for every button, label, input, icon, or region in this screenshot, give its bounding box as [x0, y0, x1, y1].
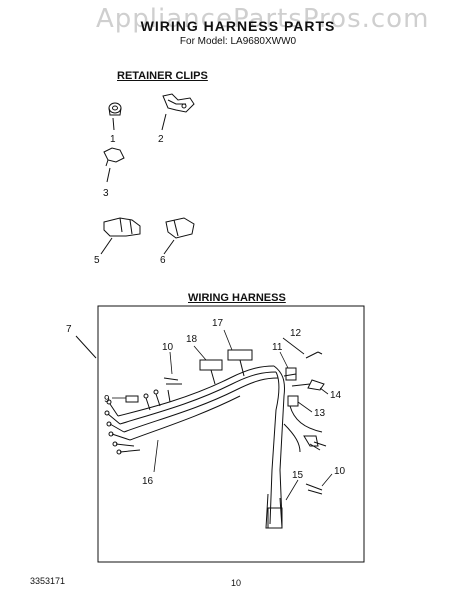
page-title: WIRING HARNESS PARTS [140, 18, 336, 34]
callout-2: 2 [158, 134, 164, 145]
wiring-harness-frame [97, 305, 365, 563]
callout-9: 9 [104, 394, 110, 405]
retainer-clip-2 [161, 93, 195, 131]
wiring-harness-assembly [104, 349, 327, 529]
model-line: For Model: LA9680XWW0 [179, 36, 297, 47]
document-number: 3353171 [30, 576, 66, 586]
callout-7: 7 [66, 324, 72, 335]
callout-17: 17 [212, 318, 224, 329]
callout-13: 13 [314, 408, 326, 419]
callout-14: 14 [330, 390, 342, 401]
retainer-clip-5 [100, 217, 141, 255]
callout-10-upper: 10 [162, 342, 174, 353]
callout-18: 18 [186, 334, 198, 345]
watermark: AppliancePartsPros.com [96, 4, 430, 34]
callout-10-lower: 10 [334, 466, 346, 477]
retainer-clips-heading: RETAINER CLIPS [117, 70, 208, 82]
callout-3: 3 [103, 188, 109, 199]
page-number: 10 [231, 578, 242, 588]
retainer-clip-3 [103, 147, 125, 183]
retainer-clip-1 [108, 102, 122, 131]
callout-1: 1 [110, 134, 116, 145]
callout-15: 15 [292, 470, 304, 481]
callout-16: 16 [142, 476, 154, 487]
callout-12: 12 [290, 328, 302, 339]
callout-11: 11 [272, 342, 283, 353]
wiring-harness-heading: WIRING HARNESS [188, 292, 286, 304]
callout-5: 5 [94, 255, 100, 266]
callout-6: 6 [160, 255, 166, 266]
retainer-clip-6 [163, 217, 195, 255]
